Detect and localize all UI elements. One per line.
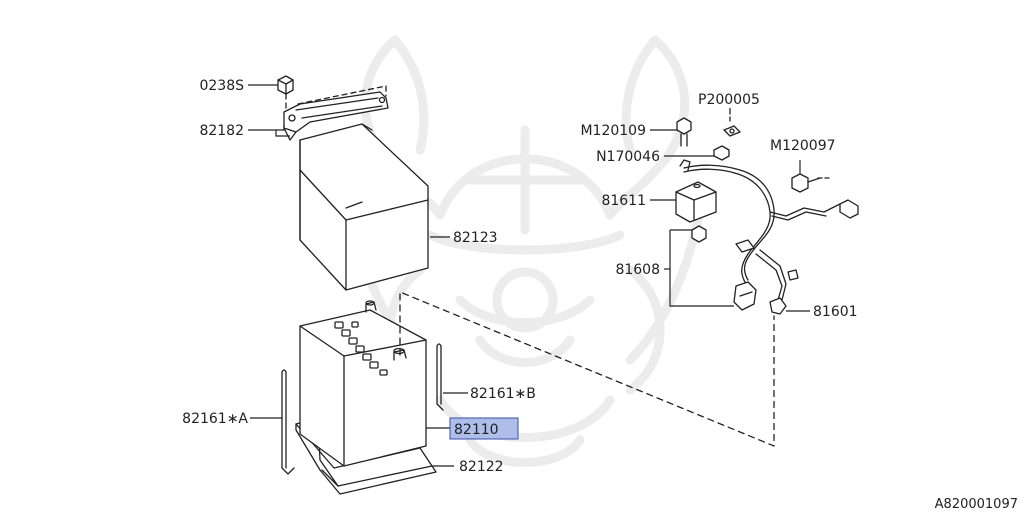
part-label-82161b[interactable]: 82161∗B <box>470 386 536 402</box>
bolt-m120097-icon <box>791 173 821 193</box>
part-label-82123[interactable]: 82123 <box>453 230 498 246</box>
svg-text:82110: 82110 <box>454 422 499 438</box>
svg-text:81601: 81601 <box>813 304 858 320</box>
svg-text:N170046: N170046 <box>596 149 660 165</box>
part-label-m120097[interactable]: M120097 <box>770 138 836 154</box>
svg-text:81608: 81608 <box>615 262 660 278</box>
part-label-81601[interactable]: 81601 <box>813 304 858 320</box>
leader-lines <box>248 84 810 467</box>
part-label-82110-selected[interactable]: 82110 <box>449 417 519 440</box>
battery-cable-harness-icon <box>679 159 859 315</box>
nut-0238s-icon <box>277 75 294 95</box>
svg-text:82182: 82182 <box>199 123 244 139</box>
svg-text:82161∗A: 82161∗A <box>182 411 248 427</box>
battery-icon <box>299 300 427 467</box>
terminal-cover-icon <box>675 181 717 223</box>
nut-81608-icon <box>691 225 707 243</box>
svg-text:M120097: M120097 <box>770 138 836 154</box>
battery-cover-icon <box>299 123 429 291</box>
battery-cell-caps-icon <box>334 321 388 376</box>
part-label-n170046[interactable]: N170046 <box>596 149 660 165</box>
part-label-82182[interactable]: 82182 <box>199 123 244 139</box>
watermark-emblem-icon <box>345 35 705 467</box>
part-label-81611[interactable]: 81611 <box>601 193 646 209</box>
part-label-m120109[interactable]: M120109 <box>580 123 646 139</box>
svg-text:0238S: 0238S <box>199 78 244 94</box>
part-label-p200005[interactable]: P200005 <box>698 92 760 108</box>
hold-down-bracket-icon <box>283 91 389 141</box>
svg-text:81611: 81611 <box>601 193 646 209</box>
hold-down-rod-a-icon <box>281 369 295 475</box>
svg-text:82123: 82123 <box>453 230 498 246</box>
part-label-81608[interactable]: 81608 <box>615 262 660 278</box>
part-label-82122[interactable]: 82122 <box>459 459 504 475</box>
battery-terminal-icon <box>365 300 407 361</box>
svg-text:P200005: P200005 <box>698 92 760 108</box>
svg-text:82122: 82122 <box>459 459 504 475</box>
hold-down-rod-b-icon <box>436 343 444 411</box>
washer-p200005-icon <box>723 125 741 137</box>
diagram-id: A820001097 <box>935 497 1018 512</box>
part-label-0238s[interactable]: 0238S <box>199 78 244 94</box>
svg-text:M120109: M120109 <box>580 123 646 139</box>
part-label-82161a[interactable]: 82161∗A <box>182 411 248 427</box>
nut-n170046-icon <box>713 145 730 161</box>
svg-text:82161∗B: 82161∗B <box>470 386 536 402</box>
selected-part-highlight <box>449 417 519 440</box>
